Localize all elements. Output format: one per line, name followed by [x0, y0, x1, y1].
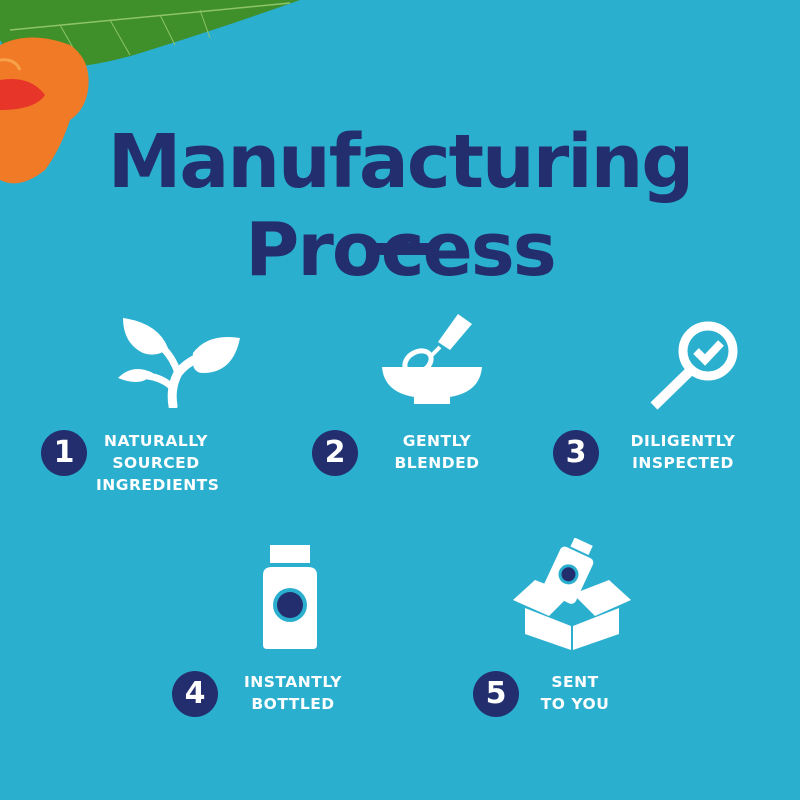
step-1-line-3: INGREDIENTS — [96, 476, 220, 494]
title-line-1: Manufacturing — [107, 118, 695, 205]
title-underline — [367, 243, 432, 255]
step-1-line-1: NATURALLY — [104, 432, 208, 450]
box-with-bottle-icon — [513, 538, 631, 650]
step-1-badge: 1 — [41, 430, 87, 476]
step-5-badge: 5 — [473, 671, 519, 717]
step-5-line-1: SENT — [551, 673, 599, 691]
step-3-line-1: DILIGENTLY — [630, 432, 736, 450]
step-2-label: GENTLY BLENDED — [382, 430, 492, 474]
step-4-line-1: INSTANTLY — [244, 673, 342, 691]
step-3-badge: 3 — [553, 430, 599, 476]
step-4-label: INSTANTLY BOTTLED — [232, 671, 354, 715]
step-2-line-1: GENTLY — [402, 432, 472, 450]
page-title: Manufacturing Process — [0, 118, 800, 294]
magnifier-check-icon — [650, 321, 738, 410]
step-2-badge: 2 — [312, 430, 358, 476]
mixing-bowl-whisk-icon — [382, 314, 482, 404]
step-2-line-2: BLENDED — [394, 454, 480, 472]
flower-decoration-icon — [0, 37, 89, 184]
step-4-line-2: BOTTLED — [251, 695, 335, 713]
step-4-badge: 4 — [172, 671, 218, 717]
bottle-icon — [263, 545, 317, 649]
step-1-label: NATURALLY SOURCED INGREDIENTS — [96, 430, 220, 496]
step-3-line-2: INSPECTED — [632, 454, 734, 472]
sprout-icon — [118, 318, 240, 408]
step-3-label: DILIGENTLY INSPECTED — [618, 430, 748, 474]
step-5-label: SENT TO YOU — [533, 671, 617, 715]
step-1-line-2: SOURCED — [112, 454, 200, 472]
step-5-line-2: TO YOU — [540, 695, 610, 713]
